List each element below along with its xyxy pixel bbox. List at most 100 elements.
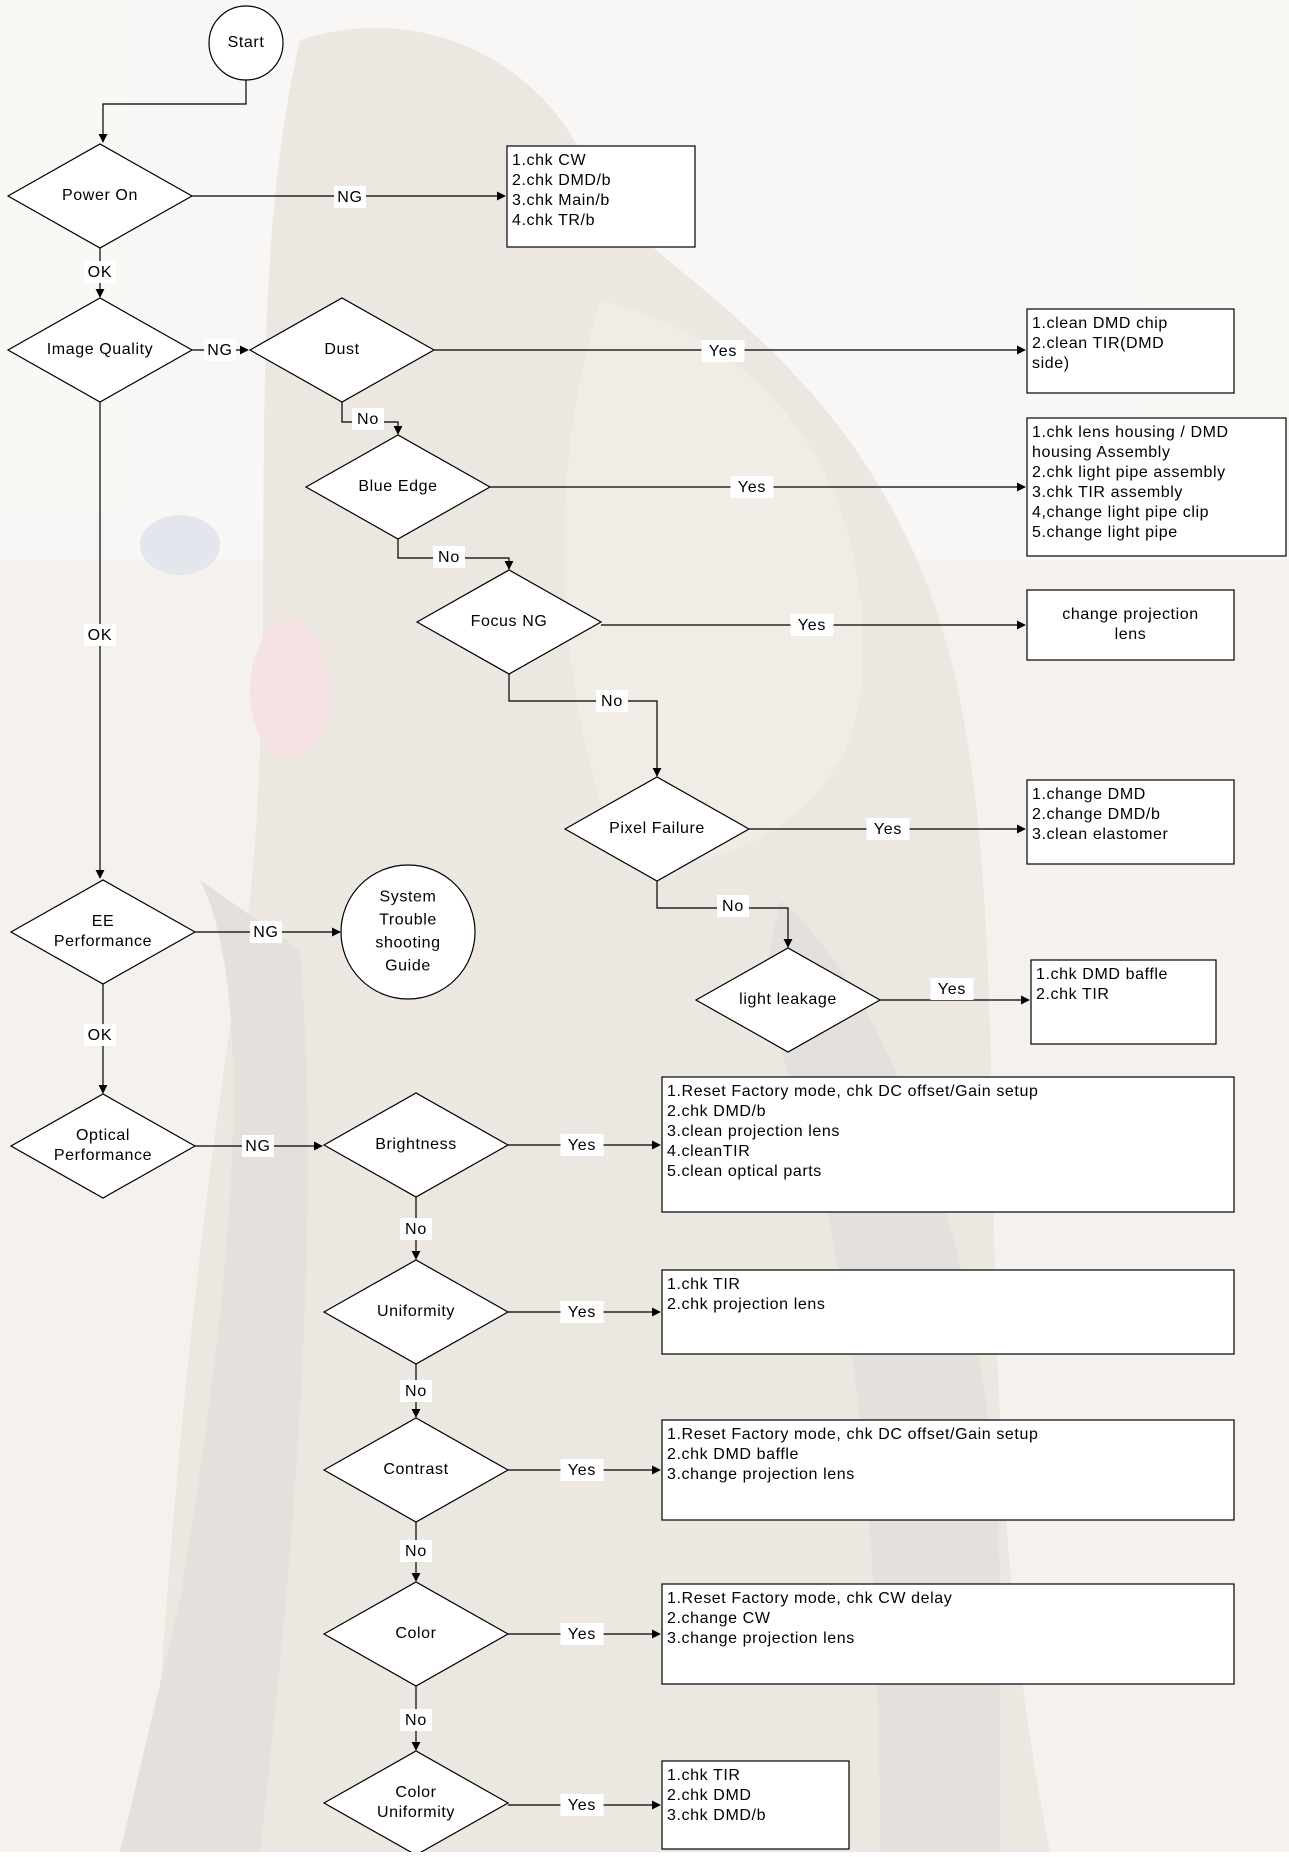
edge-label-bg: [717, 895, 749, 917]
action-text-line: 1.Reset Factory mode, chk DC offset/Gain…: [667, 1426, 1038, 1443]
edge-label-text: OK: [88, 627, 113, 644]
action-text-line: 2.chk DMD/b: [512, 172, 611, 189]
decision-text-line: Optical: [76, 1127, 130, 1144]
decision-text-line: Color: [395, 1784, 436, 1801]
decision-diamond: [6, 297, 194, 403]
decision-brightness: Brightness: [322, 1092, 510, 1198]
edge-label-text: No: [405, 1383, 427, 1400]
edge-label-text: NG: [253, 924, 279, 941]
action-text-line: 2.chk DMD/b: [667, 1103, 766, 1120]
action-box-frame: [661, 1760, 850, 1850]
action-text-line: 5.change light pipe: [1032, 524, 1178, 541]
decision-diamond: [322, 1581, 510, 1687]
decision-diamond: [322, 1092, 510, 1198]
guide-node-circle: [340, 864, 476, 1000]
edge-label-text: OK: [88, 1027, 113, 1044]
edge-label-text: NG: [245, 1138, 271, 1155]
edge-label: Yes: [866, 818, 910, 840]
edge-label-text: No: [357, 411, 379, 428]
decision-diamond: [563, 776, 751, 882]
edge-label: No: [596, 690, 628, 712]
edge-label-bg: [560, 1794, 604, 1816]
decision-text-line: EE: [92, 913, 115, 930]
action-text-line: 1.chk CW: [512, 152, 586, 169]
edge-label: NG: [334, 186, 366, 208]
edge-label-text: No: [405, 1712, 427, 1729]
edge-label: OK: [84, 1024, 116, 1046]
decision-text-line: Uniformity: [377, 1303, 455, 1320]
decision-diamond: [248, 297, 436, 403]
decision-diamond: [304, 434, 492, 540]
edge-label: Yes: [701, 340, 745, 362]
decision-diamond: [415, 569, 603, 675]
action-box-contrast: 1.Reset Factory mode, chk DC offset/Gain…: [661, 1419, 1235, 1521]
decision-diamond: [6, 143, 194, 249]
action-text-line: 2.chk DMD baffle: [667, 1446, 799, 1463]
action-text-line: change projection: [1062, 606, 1199, 623]
edge-label: No: [433, 546, 465, 568]
action-box-frame: [661, 1269, 1235, 1355]
decision-diamond: [9, 1093, 197, 1199]
action-box-power_on: 1.chk CW2.chk DMD/b3.chk Main/b4.chk TR/…: [506, 145, 696, 248]
decision-color: Color: [322, 1581, 510, 1687]
edge-label: Yes: [560, 1794, 604, 1816]
connector: [508, 674, 662, 777]
edge-label-text: Yes: [874, 821, 903, 838]
edge-label-text: Yes: [709, 343, 738, 360]
decision-blue_edge: Blue Edge: [304, 434, 492, 540]
edge-label-text: Yes: [568, 1137, 597, 1154]
action-text-line: 2.clean TIR(DMD: [1032, 335, 1164, 352]
edge-label-bg: [84, 1024, 116, 1046]
edge-label: No: [352, 408, 384, 430]
action-text-line: 3.chk DMD/b: [667, 1807, 766, 1824]
edge-label-bg: [352, 408, 384, 430]
decision-pixel_failure: Pixel Failure: [563, 776, 751, 882]
action-text-line: 4,change light pipe clip: [1032, 504, 1209, 521]
edge-label-bg: [84, 261, 116, 283]
decision-text-line: Color: [395, 1625, 436, 1642]
action-text-line: 1.change DMD: [1032, 786, 1146, 803]
action-text-line: 3.change projection lens: [667, 1466, 855, 1483]
action-text-line: 3.chk Main/b: [512, 192, 610, 209]
edge-label-text: No: [722, 898, 744, 915]
action-text-line: 1.Reset Factory mode, chk CW delay: [667, 1590, 952, 1607]
decision-dust: Dust: [248, 297, 436, 403]
edge-label-bg: [242, 1135, 274, 1157]
action-text-line: 5.clean optical parts: [667, 1163, 822, 1180]
edge-label-bg: [560, 1623, 604, 1645]
edge-label: No: [400, 1218, 432, 1240]
decision-power_on: Power On: [6, 143, 194, 249]
guide-node-text-line: shooting: [375, 935, 440, 952]
edge-label: Yes: [560, 1134, 604, 1156]
decision-text-line: Power On: [62, 187, 138, 204]
action-text-line: 2.chk DMD: [667, 1787, 752, 1804]
action-text-line: 4.cleanTIR: [667, 1143, 750, 1160]
edge-label: Yes: [560, 1301, 604, 1323]
action-box-frame: [1026, 779, 1235, 865]
decision-diamond: [322, 1259, 510, 1365]
edge-label: Yes: [560, 1623, 604, 1645]
action-box-frame: [1026, 308, 1235, 394]
start-node-circle: [208, 5, 284, 81]
edge-label-text: Yes: [568, 1462, 597, 1479]
start-node: Start: [208, 5, 284, 81]
action-box-color: 1.Reset Factory mode, chk CW delay2.chan…: [661, 1583, 1235, 1685]
action-text-line: 3.clean elastomer: [1032, 826, 1169, 843]
start-node-text-line: Start: [228, 34, 265, 51]
decision-text-line: Dust: [324, 341, 359, 358]
edge-label-text: Yes: [738, 479, 767, 496]
decision-text-line: light leakage: [739, 991, 837, 1008]
action-text-line: 1.chk TIR: [667, 1276, 741, 1293]
edge-label-bg: [560, 1134, 604, 1156]
action-box-brightness: 1.Reset Factory mode, chk DC offset/Gain…: [661, 1076, 1235, 1213]
edge-label: No: [400, 1380, 432, 1402]
decision-diamond: [694, 947, 882, 1053]
